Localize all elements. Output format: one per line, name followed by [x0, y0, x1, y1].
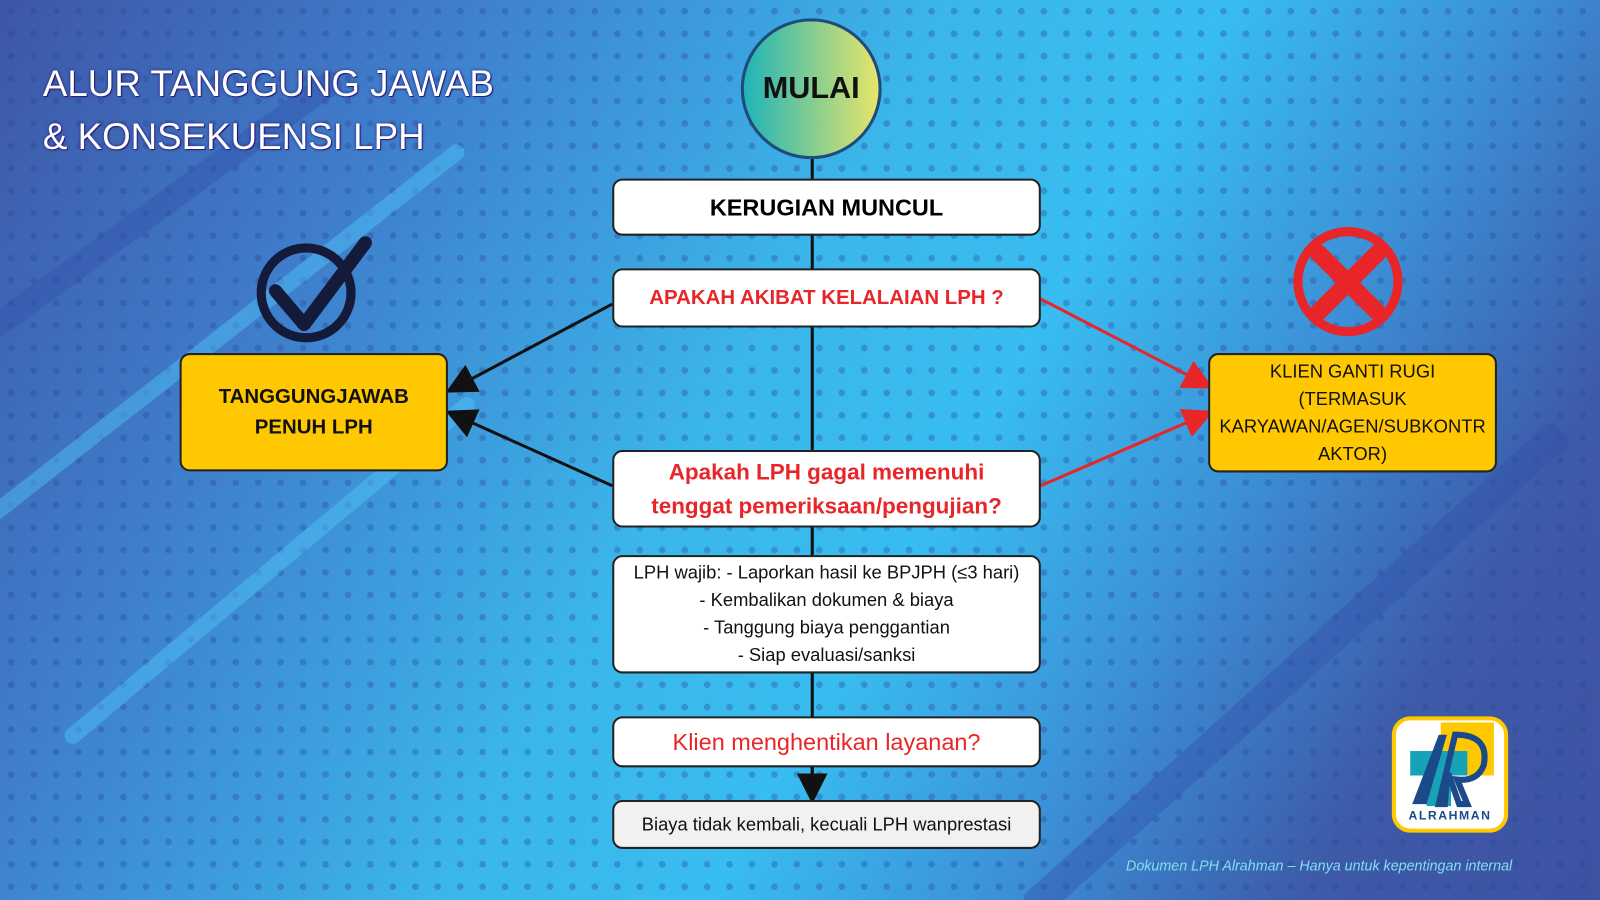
node-line: (TERMASUK [1298, 388, 1407, 409]
negligence-question: APAKAH AKIBAT KELALAIAN LPH ? [612, 268, 1041, 328]
question-line: tenggat pemeriksaan/pengujian? [651, 492, 1002, 519]
obligation-item: - Kembalikan dokumen & biaya [699, 589, 954, 611]
title-line: ALUR TANGGUNG JAWAB [42, 62, 494, 105]
footer-note: Dokumen LPH Alrahman – Hanya untuk kepen… [1126, 857, 1513, 874]
arrow-no-2 [1040, 408, 1214, 488]
cross-icon [1293, 227, 1403, 337]
question-line: Apakah LPH gagal memenuhi [668, 459, 985, 485]
obligation-item: - Tanggung biaya penggantian [703, 617, 950, 638]
client-compensation-node: KLIEN GANTI RUGI (TERMASUK KARYAWAN/AGEN… [1208, 353, 1497, 473]
deadline-question: Apakah LPH gagal memenuhi tenggat pemeri… [612, 449, 1041, 528]
alrahman-logo: ALRAHMAN [1391, 716, 1509, 833]
arrow-yes-2 [445, 409, 613, 488]
logo-text: ALRAHMAN [1408, 808, 1492, 823]
node-line: KLIEN GANTI RUGI [1269, 360, 1436, 382]
page-title: ALUR TANGGUNG JAWAB & KONSEKUENSI LPH [43, 57, 494, 163]
node-line: AKTOR) [1318, 443, 1388, 464]
full-responsibility-node: TANGGUNGJAWAB PENUH LPH [179, 353, 448, 472]
obligation-item: - Siap evaluasi/sanksi [737, 644, 916, 666]
terminate-question: Klien menghentikan layanan? [612, 716, 1041, 768]
start-node: MULAI [740, 18, 882, 160]
arrow-yes-1 [445, 302, 613, 393]
arrow-no-1 [1040, 297, 1214, 389]
obligations-node: LPH wajib: - Laporkan hasil ke BPJPH (≤3… [612, 555, 1041, 674]
loss-node: KERUGIAN MUNCUL [612, 178, 1041, 236]
title-line: & KONSEKUENSI LPH [42, 115, 425, 158]
logo-mark-icon [1410, 722, 1494, 808]
obligation-item: LPH wajib: - Laporkan hasil ke BPJPH (≤3… [633, 562, 1020, 583]
node-line: PENUH LPH [254, 416, 373, 439]
fee-node: Biaya tidak kembali, kecuali LPH wanpres… [612, 799, 1041, 849]
node-line: KARYAWAN/AGEN/SUBKONTR [1219, 415, 1486, 437]
node-line: TANGGUNGJAWAB [218, 385, 409, 409]
check-icon [256, 236, 372, 343]
